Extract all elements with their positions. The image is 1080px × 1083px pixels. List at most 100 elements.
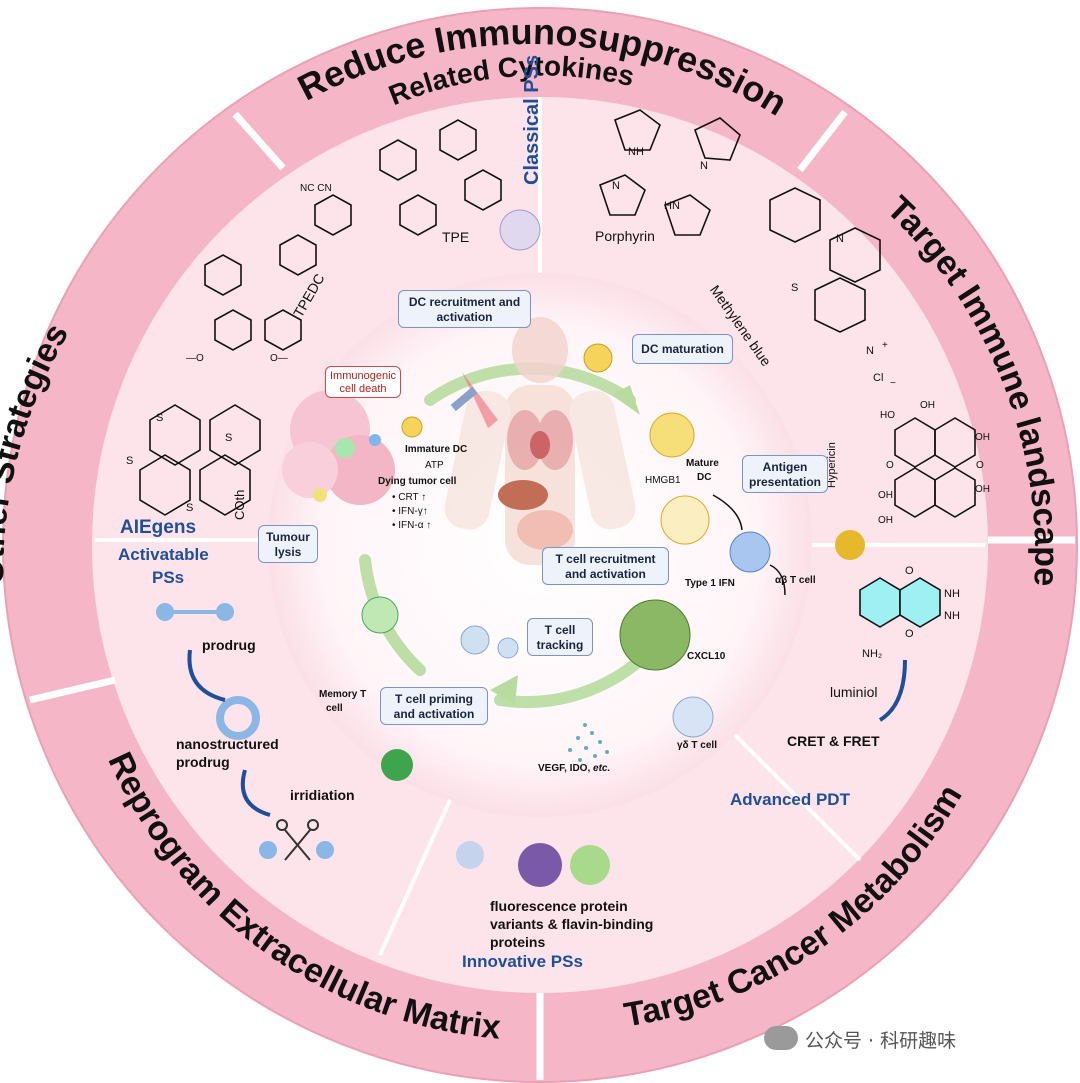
nanoparticle-green [381, 749, 413, 781]
dc-maturation-box: DC maturation [632, 334, 733, 364]
atp-label: ATP [425, 460, 444, 471]
human-body [444, 317, 636, 565]
hyp-oh2: OH [975, 432, 990, 443]
t-cell-1 [460, 625, 490, 655]
fluorescence-label-3: proteins [490, 934, 546, 950]
t-recruit-line2: and activation [565, 567, 646, 581]
mb-n: N [836, 233, 844, 245]
porphyrin-n1: N [612, 180, 620, 192]
hyp-oh4: OH [878, 490, 893, 501]
t-priming-box: T cell priming and activation [380, 687, 488, 725]
ab-t-cell [729, 531, 771, 573]
protein-green [570, 845, 610, 885]
mb-cl: Cl [873, 372, 884, 384]
ifn-alpha-label: • IFN-α ↑ [392, 520, 432, 531]
immature-dc-cell [401, 416, 423, 438]
lum-nh3: NH₂ [862, 648, 883, 660]
tumour-line1: Tumour [266, 530, 310, 544]
memory-label-2: cell [326, 703, 343, 714]
t-priming-line2: and activation [393, 707, 475, 721]
watermark: 公众号 · 科研趣味 [805, 1030, 957, 1052]
t-recruit-line1: T cell recruitment [555, 552, 656, 566]
activatable-label-2: PSs [152, 568, 185, 587]
cret-fret-label: CRET & FRET [787, 733, 880, 749]
immunogenic-line1: Immunogenic [330, 370, 397, 382]
hyp-o2: O [886, 460, 894, 471]
innovative-pss-label: Innovative PSs [462, 952, 583, 971]
t-tracking-box: T cell tracking [527, 618, 593, 656]
tumour-lysis-box: Tumour lysis [258, 525, 318, 563]
lum-o2: O [905, 628, 914, 640]
scissors-icon [276, 819, 319, 861]
coth-s3: S [126, 455, 134, 467]
lum-nh1: NH [944, 588, 960, 600]
t-recruitment-box: T cell recruitment and activation [542, 547, 669, 585]
ifn-gamma-label: • IFN-γ↑ [392, 506, 428, 517]
dc-recruitment-line2: activation [436, 310, 493, 324]
tpe-molecule [379, 119, 502, 236]
hyp-oh3: OH [975, 484, 990, 495]
cycle-arrowhead-2 [490, 675, 518, 705]
dc-recruitment-box: DC recruitment and activation [398, 290, 531, 328]
aiegens-label: AIEgens [120, 517, 197, 538]
classical-pss-label: Classical PSs [521, 54, 543, 185]
coth-s1: S [156, 412, 164, 424]
immunogenic-line2: cell death [339, 383, 387, 395]
cleaved-ball-2 [316, 841, 334, 859]
fluorescence-label-1: fluorescence protein [490, 898, 628, 914]
nanostructured-label-1: nanostructured [176, 736, 279, 752]
nc-cn-label: NC CN [300, 183, 332, 194]
cxcl10-label: CXCL10 [687, 651, 726, 662]
type1-ifn-label: Type 1 IFN [685, 578, 735, 589]
dc-recruitment-line1: DC recruitment and [408, 295, 521, 309]
vegf-text: VEGF, IDO, [538, 763, 594, 774]
antigen-line1: Antigen [762, 460, 808, 474]
nanoparticle-purple [499, 209, 541, 251]
coth-s4: S [186, 502, 194, 514]
methoxy-right: O— [270, 353, 288, 364]
mb-nplus: N [866, 345, 874, 357]
mb-plus: + [882, 340, 888, 351]
immature-dc-label: Immature DC [405, 444, 468, 455]
gd-t-cell [672, 696, 714, 738]
vegf-label: VEGF, IDO, etc. [538, 763, 610, 774]
hyp-ho: HO [880, 410, 895, 421]
tumour-line2: lysis [274, 545, 302, 559]
crt-label: • CRT ↑ [392, 492, 427, 503]
coth-molecule [139, 404, 261, 516]
outer-dividers [29, 109, 1075, 1080]
fluorescence-label-2: variants & flavin-binding [490, 916, 654, 932]
t-tracking-line2: tracking [536, 638, 584, 652]
dc-maturation-text: DC maturation [641, 342, 724, 356]
tumor-cluster [282, 390, 395, 505]
dc-cell-top [583, 343, 613, 373]
tpe-label: TPE [442, 229, 470, 245]
vegf-dots [568, 723, 609, 762]
porphyrin-hn: HN [664, 200, 680, 212]
protein-purple [518, 843, 562, 887]
prodrug-ball-2 [216, 603, 234, 621]
ab-t-cell-label: αβ T cell [775, 575, 816, 586]
activatable-label-1: Activatable [118, 545, 209, 564]
prodrug-ball-1 [156, 603, 174, 621]
luminol-molecule [859, 577, 941, 628]
nanostructured-label-2: prodrug [176, 754, 230, 770]
porphyrin-n2: N [700, 160, 708, 172]
nanostructured-prodrug-ring [216, 696, 260, 740]
hyp-o1: O [976, 460, 984, 471]
hypericin-molecule [894, 417, 976, 518]
cycle-arrowhead-1 [612, 385, 640, 415]
hyp-oh1: OH [920, 400, 935, 411]
lymph-node [619, 599, 691, 671]
curved-arrows [187, 649, 907, 817]
thin-arrows [712, 494, 786, 596]
cytotoxic-t-cell [361, 596, 399, 634]
advanced-pdt-label: Advanced PDT [730, 790, 850, 809]
antigen-line2: presentation [749, 475, 822, 489]
lum-o1: O [905, 565, 914, 577]
mb-s: S [791, 282, 799, 294]
fluorescent-cell [456, 841, 484, 869]
vegf-etc: etc. [593, 763, 611, 774]
irridiation-label: irridiation [290, 787, 355, 803]
